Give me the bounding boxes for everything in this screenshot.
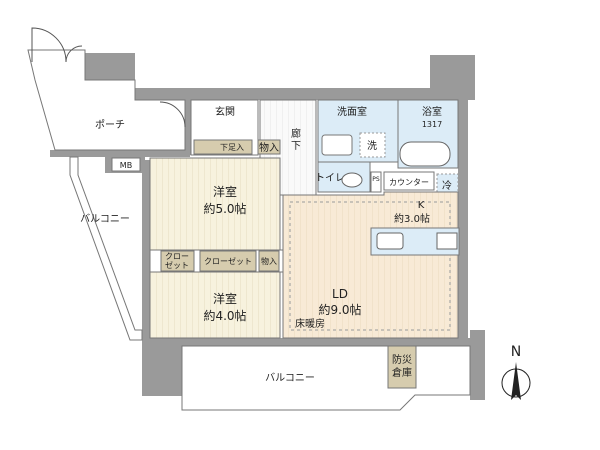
compass-north-label: N [511,344,521,360]
porch [27,49,186,151]
storage-1 [257,139,281,155]
floor-heating-area [289,201,451,331]
balcony-bottom [181,345,471,411]
bathroom-label: 浴室 [422,105,442,118]
bedroom-2-label: 洋室 [213,291,237,306]
porch-door[interactable] [31,27,83,63]
bedroom-1 [149,157,281,251]
north-arrow-icon [511,362,521,400]
toilet-label: トイレ [315,173,345,184]
porch-label: ポーチ [95,119,125,131]
living-dining-kitchen [282,191,459,339]
stove [436,232,458,250]
shoe-storage-label: 下足入 [220,143,244,152]
storage-2-label: 物入 [261,256,277,266]
shoe-storage [193,139,253,155]
kitchen-label: K [418,200,425,211]
washer-label: 洗 [367,140,377,152]
bathtub [399,141,451,167]
walls [50,53,485,400]
living-size: 約9.0帖 [318,302,361,317]
ps-label: PS [372,176,380,183]
disaster-storage-label-2: 倉庫 [392,366,412,379]
living-label: LD [332,287,348,301]
washroom-label: 洗面室 [337,105,367,118]
bedroom-2-size: 約4.0帖 [203,308,246,323]
vanity-sink [321,134,353,156]
pipe-space [370,171,382,193]
counter [383,171,435,191]
storage-2 [258,250,280,272]
kitchen-sink [376,232,404,250]
hallway-label-1: 廊 [291,127,301,140]
floor-heating-label: 床暖房 [295,317,325,330]
balcony-bottom-label: バルコニー [265,372,315,384]
bedroom-2 [149,271,281,339]
washer-space [359,132,386,158]
closet [199,250,257,272]
balcony-side [69,156,143,341]
fridge-label: 冷 [442,179,452,192]
bedroom-1-label: 洋室 [213,184,237,199]
closet-small-label-1: クロー [165,252,189,261]
hallway-label-2: 下 [291,141,301,152]
disaster-storage-label-1: 防災 [392,353,412,366]
closet-small [160,250,195,272]
bedroom-1-size: 約5.0帖 [203,201,246,216]
meter-box [111,157,141,172]
balcony-side-label: バルコニー [80,213,130,225]
closet-label: クローゼット [204,256,252,266]
compass: N [501,344,531,400]
disaster-storage [387,345,417,389]
bathroom-size: 1317 [422,120,442,129]
meter-box-label: MB [120,161,132,170]
toilet-bowl [341,172,363,188]
entrance-door[interactable] [159,101,186,128]
storage-1-label: 物入 [259,141,279,154]
entrance-label: 玄関 [215,105,235,118]
closet-small-label-2: ゼット [165,260,189,270]
counter-label: カウンター [389,178,429,187]
kitchen-size: 約3.0帖 [394,212,430,225]
